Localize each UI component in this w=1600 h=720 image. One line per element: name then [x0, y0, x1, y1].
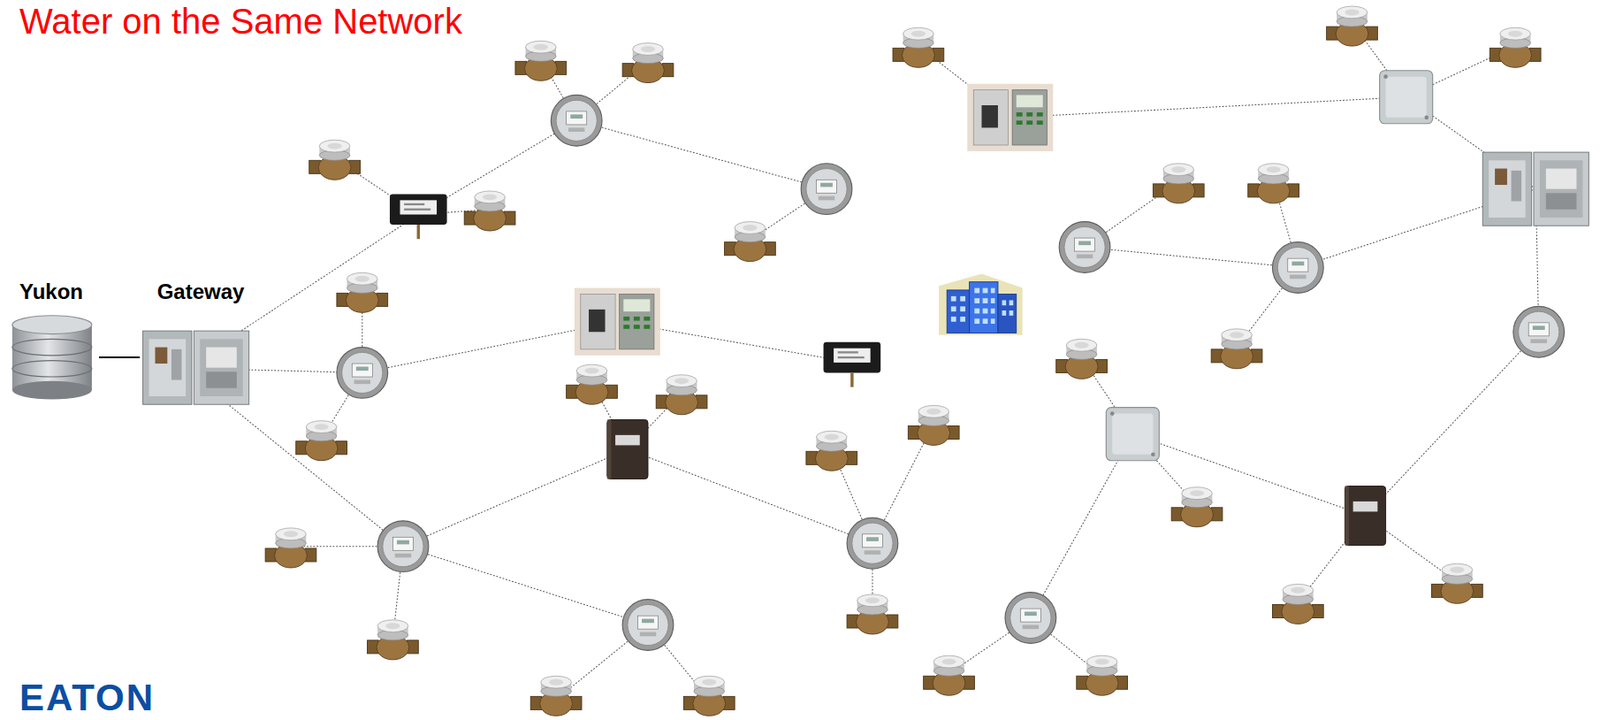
electric-meter	[1005, 592, 1057, 644]
water-meter	[309, 139, 361, 180]
electric-meter	[377, 520, 429, 572]
water-meter	[530, 675, 582, 716]
water-meter	[566, 364, 618, 404]
mesh-link	[1084, 246, 1298, 267]
water-meter	[846, 594, 899, 634]
mesh-link	[576, 120, 827, 189]
water-meter	[296, 420, 348, 461]
electric-meter	[622, 599, 674, 651]
control-panel	[574, 288, 661, 356]
mesh-link	[403, 449, 628, 547]
water-meter	[265, 527, 317, 568]
water-meter	[1326, 6, 1379, 46]
electric-meter	[1272, 242, 1324, 294]
electric-meter	[1059, 221, 1111, 274]
radio-router	[389, 193, 448, 239]
electric-meter	[800, 163, 853, 215]
water-meter	[515, 40, 567, 81]
water-meter	[907, 404, 960, 445]
repeater-box	[1379, 70, 1433, 124]
water-meter	[655, 374, 708, 415]
mesh-link	[213, 393, 404, 547]
node-heading: Yukon	[3, 279, 100, 305]
mesh-link	[1132, 434, 1365, 516]
water-meter	[806, 430, 858, 471]
electric-meter	[846, 517, 899, 569]
repeater-box	[1344, 486, 1386, 546]
gateway-cabinet	[143, 330, 250, 404]
water-meter	[1432, 563, 1484, 603]
water-meter	[336, 272, 389, 313]
gateway-node: Gateway	[139, 279, 262, 409]
electric-meter	[550, 94, 602, 146]
water-meter	[1489, 27, 1541, 68]
water-meter	[622, 43, 674, 84]
water-meter	[1076, 655, 1128, 695]
electric-meter	[1513, 305, 1565, 358]
building-icon	[938, 273, 1023, 335]
water-meter	[923, 655, 976, 695]
gateway-cabinet	[1482, 152, 1589, 226]
electric-meter	[336, 347, 389, 399]
water-meter	[367, 619, 420, 660]
radio-router	[823, 342, 882, 388]
database-node: Yukon	[3, 279, 100, 405]
water-meter	[892, 27, 945, 68]
mesh-link	[1030, 434, 1133, 618]
diagram-title: Water on the Same Network	[19, 0, 463, 42]
link-line	[99, 357, 140, 359]
repeater-box	[607, 419, 648, 480]
mesh-link	[403, 546, 648, 625]
water-meter	[1211, 328, 1263, 369]
water-meter	[1171, 487, 1223, 527]
control-panel	[967, 83, 1053, 152]
mesh-link	[1010, 97, 1407, 118]
repeater-box	[1105, 407, 1159, 461]
link-stroke	[99, 356, 140, 359]
water-meter	[1272, 583, 1324, 624]
water-meter	[1056, 338, 1108, 379]
water-meter	[1248, 163, 1300, 204]
water-meter	[724, 221, 777, 262]
mesh-links	[213, 22, 1539, 699]
database-icon	[12, 315, 92, 400]
node-heading: Gateway	[139, 279, 262, 305]
water-meter	[1152, 163, 1204, 204]
water-meter	[683, 675, 735, 716]
mesh-link	[222, 214, 420, 343]
brand-logo: EATON	[19, 677, 155, 718]
mesh-link	[1365, 331, 1540, 516]
water-meter	[464, 190, 516, 231]
